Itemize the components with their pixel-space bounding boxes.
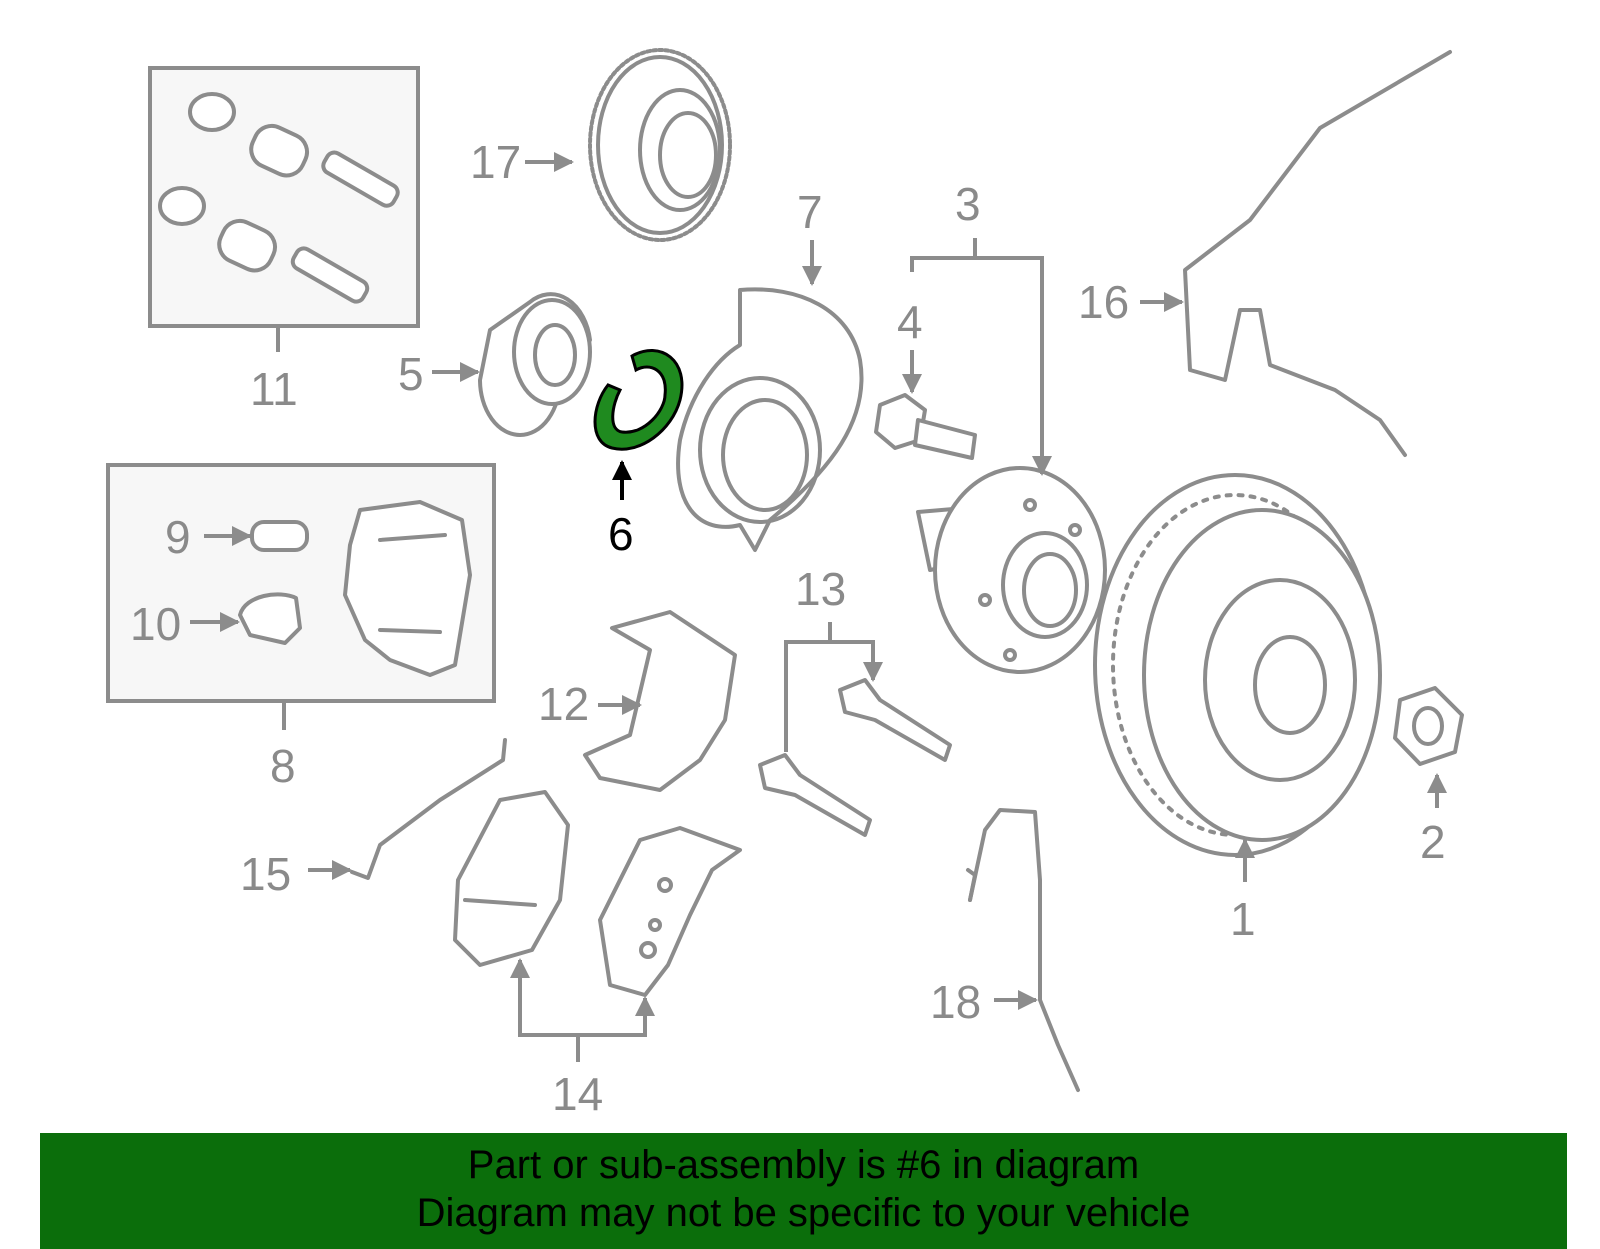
part-16-brake-hose[interactable] [1140, 50, 1452, 457]
part-12-caliper-bracket[interactable] [583, 610, 737, 792]
part-4-bolt[interactable] [874, 350, 977, 460]
callout-5: 5 [398, 348, 424, 400]
callout-10: 10 [130, 598, 181, 650]
callout-9: 9 [165, 511, 191, 563]
brake-assembly-diagram: 11 17 5 6 7 3 [106, 48, 1464, 1120]
callout-6: 6 [608, 508, 634, 560]
callout-11: 11 [250, 363, 298, 415]
callout-17: 17 [470, 136, 521, 188]
callout-12: 12 [538, 678, 589, 730]
banner-disclaimer-text: Diagram may not be specific to your vehi… [416, 1191, 1191, 1235]
bleeder-icon [250, 520, 309, 552]
part-13-caliper-bolts[interactable] [758, 622, 952, 837]
part-5-bearing[interactable] [432, 292, 592, 437]
cap-icon [238, 592, 302, 645]
part-2-nut[interactable] [1393, 686, 1464, 808]
caliper-icon [343, 500, 472, 677]
part-15-wear-sensor[interactable] [308, 738, 507, 880]
part-14-brake-pads[interactable] [453, 790, 742, 1062]
banner-part-text: Part or sub-assembly is #6 in diagram [467, 1143, 1140, 1187]
callout-8: 8 [270, 740, 296, 792]
part-1-rotor[interactable] [1093, 473, 1382, 882]
callout-3: 3 [955, 178, 981, 230]
callout-13: 13 [795, 563, 846, 615]
part-6-snap-ring[interactable] [593, 349, 684, 500]
callout-7: 7 [797, 186, 823, 238]
part-18-brake-line[interactable] [966, 808, 1080, 1092]
callout-16: 16 [1078, 276, 1129, 328]
info-banner: Part or sub-assembly is #6 in diagram Di… [40, 1133, 1567, 1249]
part-17-tone-ring[interactable] [525, 48, 732, 242]
callout-1: 1 [1230, 893, 1256, 945]
callout-4: 4 [897, 296, 923, 348]
part-11-bushing-kit[interactable] [148, 66, 420, 352]
part-7-dust-shield[interactable] [676, 240, 864, 552]
callout-14: 14 [552, 1068, 603, 1120]
part-8-caliper-box[interactable] [106, 463, 496, 730]
callout-15: 15 [240, 848, 291, 900]
callout-18: 18 [930, 976, 981, 1028]
bushing-icon [158, 92, 400, 304]
part-3-hub[interactable] [910, 256, 1107, 674]
callout-2: 2 [1420, 816, 1446, 868]
